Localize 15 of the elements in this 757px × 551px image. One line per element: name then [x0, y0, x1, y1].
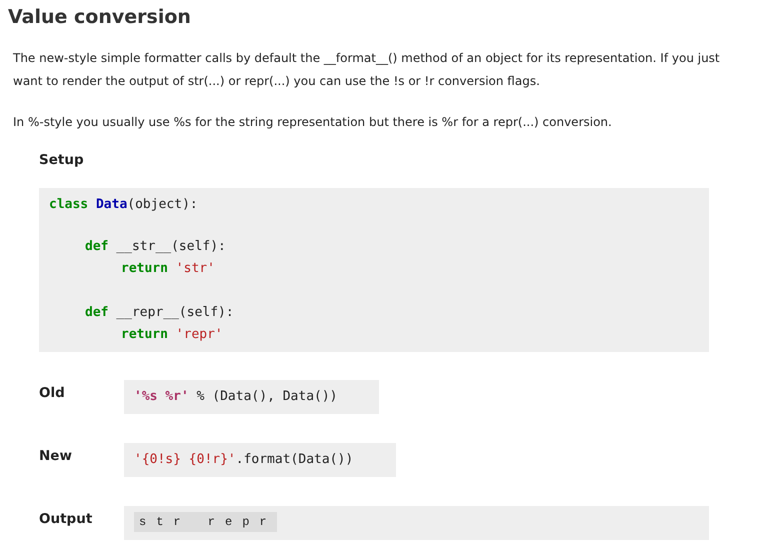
- code-line: return 'repr': [121, 326, 223, 344]
- section-label: Setup: [39, 152, 84, 168]
- paragraph: In %-style you usually use %s for the string representation but there is %r for a repr(...) conversion.: [13, 114, 613, 131]
- row-label: Old: [39, 385, 65, 401]
- output-text: str repr: [134, 512, 277, 532]
- row-label: New: [39, 448, 72, 464]
- paragraph: The new-style simple formatter calls by default the __format__() method of an object for its representation. If you just want to render the output of str(...) or repr(...) you can use the !s or !r conversion flags.: [13, 50, 721, 90]
- row-label: Output: [39, 511, 92, 527]
- code-line: def __repr__(self):: [85, 304, 234, 322]
- heading: Value conversion: [8, 6, 191, 28]
- code-snippet: '%s %r' % (Data(), Data()): [124, 380, 379, 414]
- code-line: def __str__(self):: [85, 238, 226, 256]
- code-snippet: '{0!s} {0!r}'.format(Data()): [124, 443, 396, 477]
- code-line: return 'str': [121, 260, 215, 278]
- code-line: class Data(object):: [49, 196, 198, 214]
